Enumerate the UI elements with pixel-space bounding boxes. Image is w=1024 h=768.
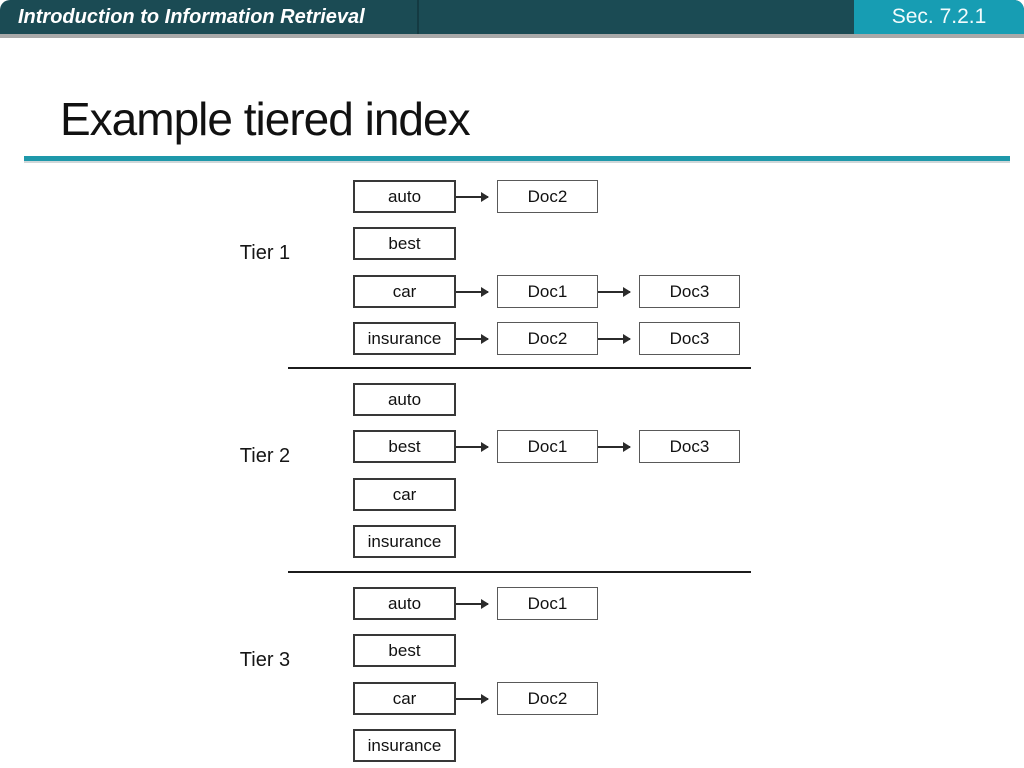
tier-label: Tier 2 bbox=[239, 445, 291, 467]
term-box: car bbox=[353, 682, 456, 715]
doc-box: Doc1 bbox=[497, 430, 598, 463]
arrow-right-icon bbox=[456, 442, 489, 452]
term-box: best bbox=[353, 430, 456, 463]
doc-box: Doc3 bbox=[639, 275, 740, 308]
header-divider bbox=[417, 0, 419, 34]
term-box: best bbox=[353, 227, 456, 260]
section-tab: Sec. 7.2.1 bbox=[854, 0, 1024, 34]
tier-label: Tier 1 bbox=[239, 242, 291, 264]
doc-box: Doc2 bbox=[497, 682, 598, 715]
doc-box: Doc1 bbox=[497, 275, 598, 308]
tier-separator bbox=[288, 367, 751, 369]
arrow-right-icon bbox=[456, 334, 489, 344]
arrow-right-icon bbox=[598, 287, 631, 297]
tier-label: Tier 3 bbox=[239, 649, 291, 671]
doc-box: Doc2 bbox=[497, 322, 598, 355]
title-rule bbox=[24, 156, 1010, 161]
arrow-right-icon bbox=[598, 334, 631, 344]
page-title: Example tiered index bbox=[60, 93, 471, 145]
tier-separator bbox=[288, 571, 751, 573]
course-title: Introduction to Information Retrieval bbox=[18, 6, 365, 28]
doc-box: Doc2 bbox=[497, 180, 598, 213]
header-bar: Introduction to Information Retrieval Se… bbox=[0, 0, 1024, 34]
term-box: auto bbox=[353, 180, 456, 213]
arrow-right-icon bbox=[456, 694, 489, 704]
term-box: auto bbox=[353, 383, 456, 416]
term-box: best bbox=[353, 634, 456, 667]
term-box: car bbox=[353, 275, 456, 308]
arrow-right-icon bbox=[598, 442, 631, 452]
doc-box: Doc1 bbox=[497, 587, 598, 620]
arrow-right-icon bbox=[456, 287, 489, 297]
arrow-right-icon bbox=[456, 599, 489, 609]
doc-box: Doc3 bbox=[639, 430, 740, 463]
term-box: insurance bbox=[353, 525, 456, 558]
term-box: car bbox=[353, 478, 456, 511]
section-label: Sec. 7.2.1 bbox=[891, 5, 987, 28]
doc-box: Doc3 bbox=[639, 322, 740, 355]
term-box: auto bbox=[353, 587, 456, 620]
arrow-right-icon bbox=[456, 192, 489, 202]
term-box: insurance bbox=[353, 729, 456, 762]
header-underline bbox=[0, 34, 1024, 38]
term-box: insurance bbox=[353, 322, 456, 355]
